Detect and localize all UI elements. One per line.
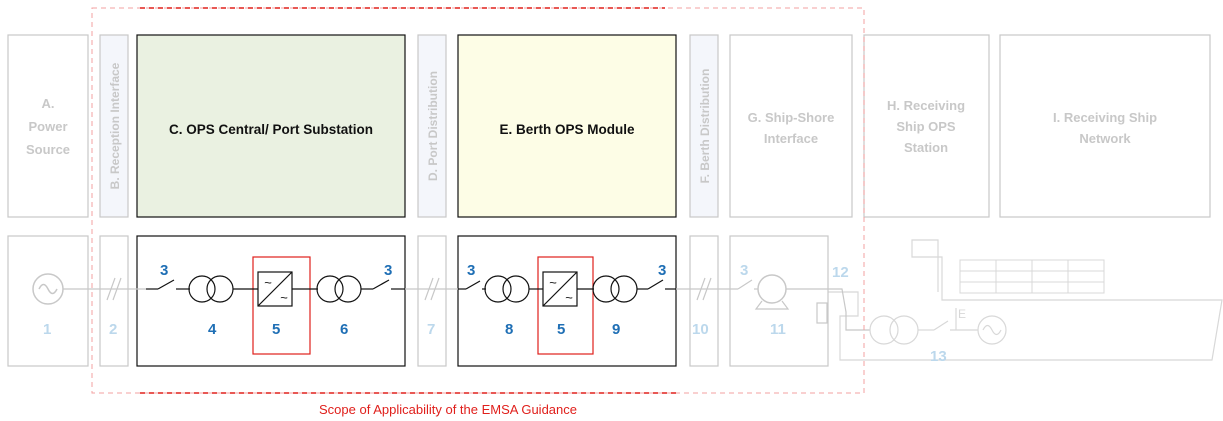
box-e-berth-ops-module [457,34,677,218]
box-c-label: C. OPS Central/ Port Substation [169,122,373,137]
box-b-reception-interface [99,34,129,218]
cable-reel-stand [754,300,790,310]
breaker-mid-blade [372,279,390,290]
ship-containers [959,259,1105,294]
ship-transformer-coil-b [889,315,919,345]
converter-highlight-right [537,256,594,355]
box-a-line1: A. [42,96,55,111]
converter-right-tilde-top: ~ [549,275,557,290]
transformer-4-coil-a [188,275,216,303]
break-mark-7a [424,277,434,301]
box-g-ship-shore-interface [729,34,853,218]
shore-cable [786,288,870,331]
box-d-port-distribution [417,34,447,218]
component-numbers: 1 2 3 4 5 6 3 7 3 8 5 9 3 10 3 11 12 13 [43,262,947,365]
label-8: 8 [505,321,513,338]
label-3-right: 3 [658,262,666,279]
label-2: 2 [109,321,117,338]
breaker-left-blade [157,279,175,290]
bottom-row: ~ ~ ~ ~ [7,235,1223,367]
box-h-line1: H. Receiving [887,98,965,113]
label-1: 1 [43,321,51,338]
box-f-berth-distribution [689,34,719,218]
substation-line [146,271,405,307]
box-10 [689,235,719,367]
label-3-left: 3 [160,262,168,279]
box-b-label: B. Reception Interface [108,62,122,189]
box-c-bottom [136,235,406,367]
ship-connection-box [816,302,828,324]
breaker-ship-blade [737,279,753,290]
box-i-line1: I. Receiving Ship [1053,110,1157,125]
box-a-power-source [7,34,89,218]
converter-right-tilde-bottom: ~ [565,290,573,305]
label-6: 6 [340,321,348,338]
ship-generator-icon [977,315,1007,345]
box-e-label: E. Berth OPS Module [499,122,635,137]
ship-breaker-blade [933,320,949,331]
scope-label: Scope of Applicability of the EMSA Guida… [319,402,577,417]
label-3-berth: 3 [467,262,475,279]
ship-e-mark: E [958,307,966,321]
sine-wave-icon [38,283,58,295]
converter-highlight-left [252,256,311,355]
label-7: 7 [427,321,435,338]
breaker-berth-blade [465,280,481,290]
box-7 [417,235,447,367]
box-i-line2: Network [1079,131,1131,146]
ship-network [869,308,1007,345]
top-row: A. Power Source B. Reception Interface C… [7,34,1211,218]
box-h-line2: Ship OPS [896,119,956,134]
box-a-line2: Power [28,119,67,134]
box-1 [7,235,89,367]
box-2 [99,235,129,367]
transformer-8-coil-a [484,275,512,303]
converter-left-tilde-bottom: ~ [280,290,288,305]
box-c-ops-central [136,34,406,218]
break-mark-2a [106,277,116,301]
label-5-right: 5 [557,321,565,338]
box-f-label: F. Berth Distribution [698,69,712,184]
box-g-line2: Interface [764,131,818,146]
label-12: 12 [832,264,849,281]
label-10: 10 [692,321,709,338]
label-5-left: 5 [272,321,280,338]
box-a-line3: Source [26,142,70,157]
label-3-ship: 3 [740,262,748,279]
break-mark-10a [696,277,706,301]
label-3-mid: 3 [384,262,392,279]
label-9: 9 [612,321,620,338]
transformer-9-coil-a [592,275,620,303]
box-h-line3: Station [904,140,948,155]
transformer-6-coil-a [316,275,344,303]
break-mark-2b [112,277,122,301]
box-i-receiving-ship-network [999,34,1211,218]
berth-module-line [458,271,676,307]
converter-left-tilde-top: ~ [264,275,272,290]
break-mark-10b [702,277,712,301]
label-11: 11 [770,321,786,338]
box-d-label: D. Port Distribution [426,71,440,181]
box-h-receiving-ship-ops-station [863,34,990,218]
ship-hull-outline [813,239,1223,361]
break-mark-7b [430,277,440,301]
box-g-line1: G. Ship-Shore [748,110,835,125]
label-4: 4 [208,321,217,338]
label-13: 13 [930,348,947,365]
breaker-right-blade [647,279,664,290]
ship-transformer-coil-a [869,315,899,345]
